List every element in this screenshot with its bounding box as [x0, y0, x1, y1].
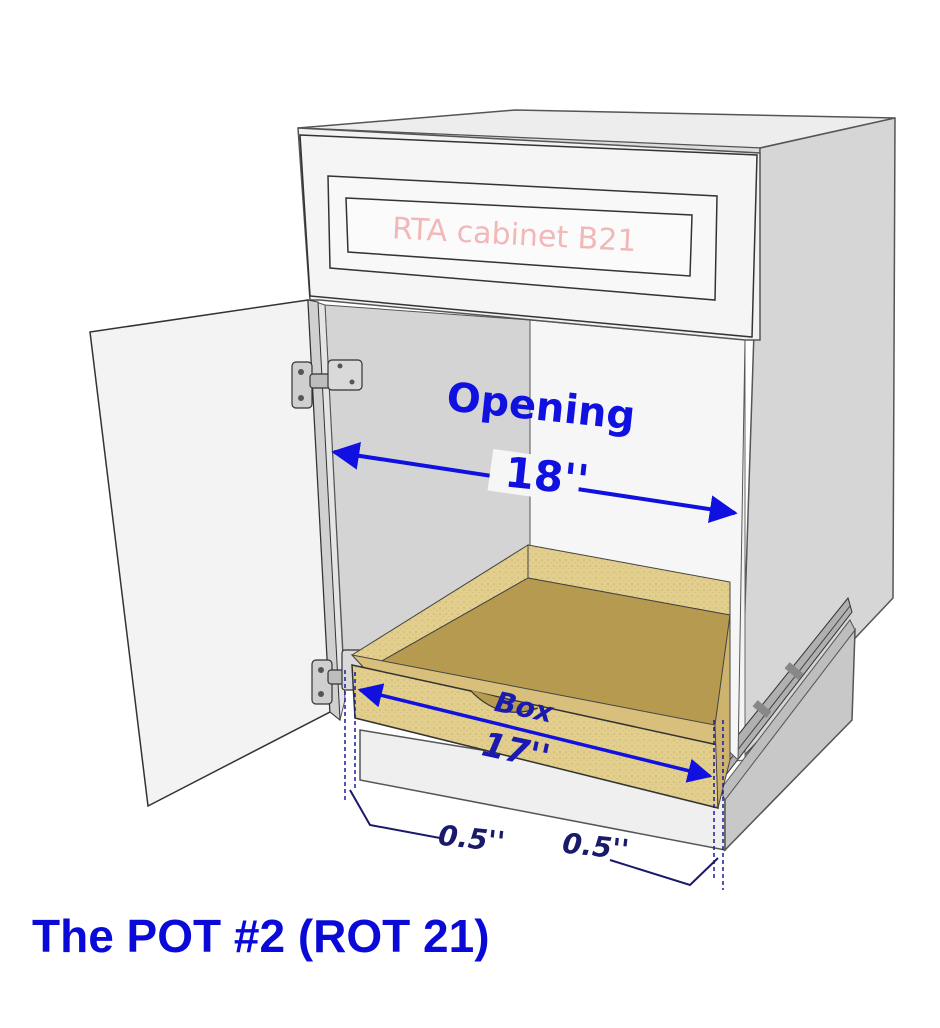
cabinet-door	[89, 299, 341, 808]
gap-right-label: 0.5''	[561, 827, 631, 867]
gap-bracket-left	[349, 789, 441, 839]
gap-markers: 0.5'' 0.5''	[344, 670, 724, 890]
opening-value: 18''	[503, 447, 592, 505]
hinge-top	[291, 359, 363, 409]
caption: The POT #2 (ROT 21)	[32, 910, 490, 962]
box-arrow	[357, 683, 713, 783]
gap-left-label: 0.5''	[437, 819, 507, 859]
gap-bracket-right	[609, 857, 719, 887]
drawer-front: RTA cabinet B21	[299, 134, 758, 338]
